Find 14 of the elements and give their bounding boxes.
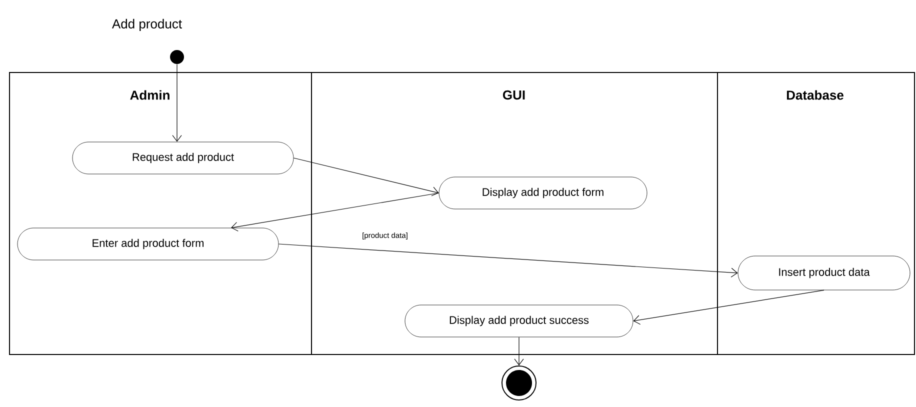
activity-box: Insert product data [738, 256, 910, 290]
activity-box: Display add product form [438, 176, 648, 210]
activity-box: Display add product success [404, 304, 634, 338]
start-node [170, 50, 184, 64]
arrow [293, 158, 439, 196]
arrow [633, 290, 824, 325]
end-node [502, 366, 536, 400]
activity-box: Request add product [72, 142, 294, 174]
arrow [172, 64, 182, 142]
activity-box: Enter add product form [17, 228, 279, 260]
arrow [278, 244, 738, 278]
arrow [514, 336, 524, 366]
node-caption: Add product [112, 18, 182, 32]
arrow [231, 192, 440, 232]
